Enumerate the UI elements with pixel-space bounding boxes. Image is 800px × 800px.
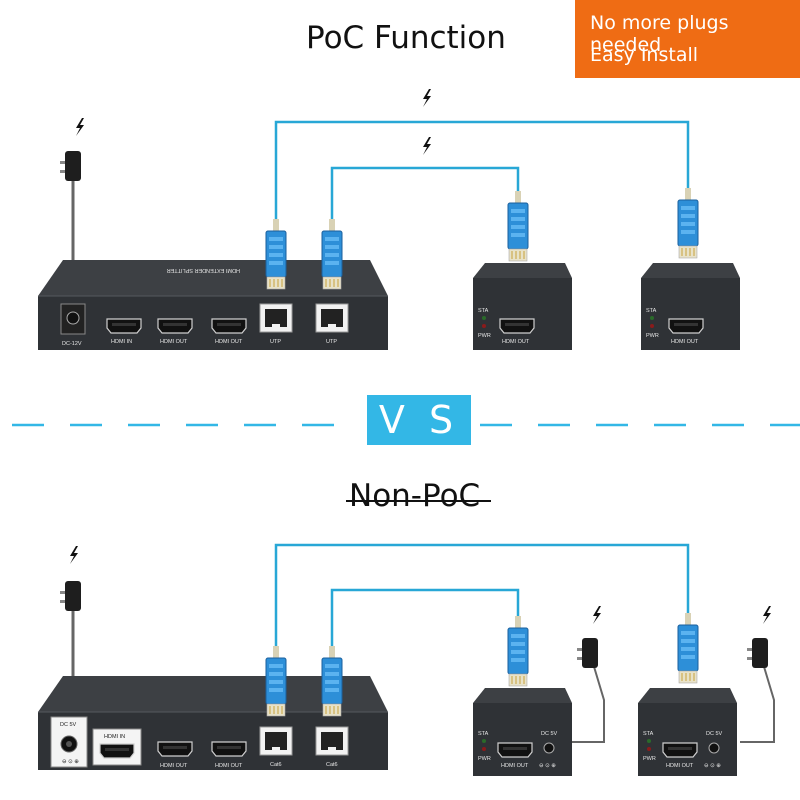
- rj45-plug-icon: [321, 645, 343, 717]
- ethernet-port-icon: [315, 726, 349, 756]
- hdmi-port-icon: [668, 318, 704, 334]
- nonpoc-receiver-2: STA PWR HDMI OUT DC 5V ⊖ ⊙ ⊕: [638, 688, 737, 776]
- hdmi-out-label: HDMI OUT: [666, 763, 694, 769]
- sta-label: STA: [478, 308, 489, 314]
- port-label: Cat6: [326, 762, 338, 768]
- hdmi-port-icon: [106, 318, 142, 334]
- power-adapter-icon: [60, 151, 81, 181]
- lightning-icon: [593, 606, 601, 624]
- svg-text:⊖ ⊙ ⊕: ⊖ ⊙ ⊕: [539, 763, 556, 769]
- nonpoc-receiver-1: STA PWR HDMI OUT DC 5V ⊖ ⊙ ⊕: [473, 688, 572, 776]
- rj45-plug-icon: [507, 190, 529, 262]
- ethernet-port-icon: [315, 303, 349, 333]
- port-label: DC-12V: [62, 341, 82, 347]
- ethernet-port-icon: [259, 303, 293, 333]
- sta-label: STA: [646, 308, 657, 314]
- power-adapter-icon: [747, 638, 768, 668]
- banner-line-2: Easy Install: [590, 44, 699, 66]
- hdmi-out-label: HDMI OUT: [671, 339, 699, 345]
- port-label: HDMI OUT: [160, 763, 188, 769]
- lightning-icon: [70, 546, 78, 564]
- lightning-icon: [763, 606, 771, 624]
- power-adapter-icon: [577, 638, 598, 668]
- lightning-icon: [423, 137, 431, 155]
- promo-banner: No more plugs needed Easy Install: [575, 0, 800, 78]
- port-label: DC 5V: [60, 722, 77, 728]
- pwr-label: PWR: [643, 756, 656, 762]
- hdmi-port-icon: [211, 318, 247, 334]
- hdmi-port-icon: [157, 741, 193, 757]
- ethernet-port-icon: [259, 726, 293, 756]
- port-label: UTP: [326, 339, 337, 345]
- splitter-top-label: HDMI EXTENDER SPLITTER: [167, 267, 240, 273]
- rj45-plug-icon: [677, 187, 699, 259]
- port-label: UTP: [270, 339, 281, 345]
- sta-label: STA: [643, 731, 654, 737]
- poc-receiver-2: STA PWR HDMI OUT: [641, 263, 740, 350]
- power-adapter-icon: [60, 581, 81, 611]
- dc-label: DC 5V: [706, 731, 723, 737]
- nonpoc-splitter: DC 5V ⊖ ⊙ ⊕ HDMI IN HDMI OUT HDMI OUT Ca…: [38, 676, 388, 770]
- poc-splitter: HDMI EXTENDER SPLITTER DC-12V HDMI IN HD…: [38, 260, 388, 350]
- port-label: HDMI OUT: [215, 339, 243, 345]
- port-label: HDMI OUT: [215, 763, 243, 769]
- port-label: HDMI IN: [104, 734, 125, 740]
- hdmi-port-icon: [99, 743, 135, 759]
- poc-title: PoC Function: [306, 20, 506, 56]
- hdmi-port-icon: [211, 741, 247, 757]
- pwr-label: PWR: [478, 756, 491, 762]
- svg-text:⊖ ⊙ ⊕: ⊖ ⊙ ⊕: [704, 763, 721, 769]
- lightning-icon: [76, 118, 84, 136]
- hdmi-port-icon: [157, 318, 193, 334]
- lightning-icon: [423, 89, 431, 107]
- rj45-plug-icon: [677, 612, 699, 684]
- port-label: Cat6: [270, 762, 282, 768]
- hdmi-out-label: HDMI OUT: [501, 763, 529, 769]
- hdmi-out-label: HDMI OUT: [502, 339, 530, 345]
- pwr-label: PWR: [478, 333, 491, 339]
- svg-text:⊖ ⊙ ⊕: ⊖ ⊙ ⊕: [62, 759, 79, 765]
- port-label: HDMI OUT: [160, 339, 188, 345]
- rj45-plug-icon: [265, 645, 287, 717]
- rj45-plug-icon: [265, 218, 287, 290]
- hdmi-port-icon: [497, 742, 533, 758]
- rj45-plug-icon: [321, 218, 343, 290]
- dc-label: DC 5V: [541, 731, 558, 737]
- vs-badge: V S: [367, 395, 471, 445]
- banner-line-1: No more plugs needed: [590, 12, 729, 56]
- hdmi-port-icon: [662, 742, 698, 758]
- sta-label: STA: [478, 731, 489, 737]
- pwr-label: PWR: [646, 333, 659, 339]
- port-label: HDMI IN: [111, 339, 132, 345]
- strikethrough-line: [346, 500, 491, 502]
- hdmi-port-icon: [499, 318, 535, 334]
- rj45-plug-icon: [507, 615, 529, 687]
- poc-receiver-1: STA PWR HDMI OUT: [473, 263, 572, 350]
- nonpoc-title: Non-PoC: [349, 478, 481, 514]
